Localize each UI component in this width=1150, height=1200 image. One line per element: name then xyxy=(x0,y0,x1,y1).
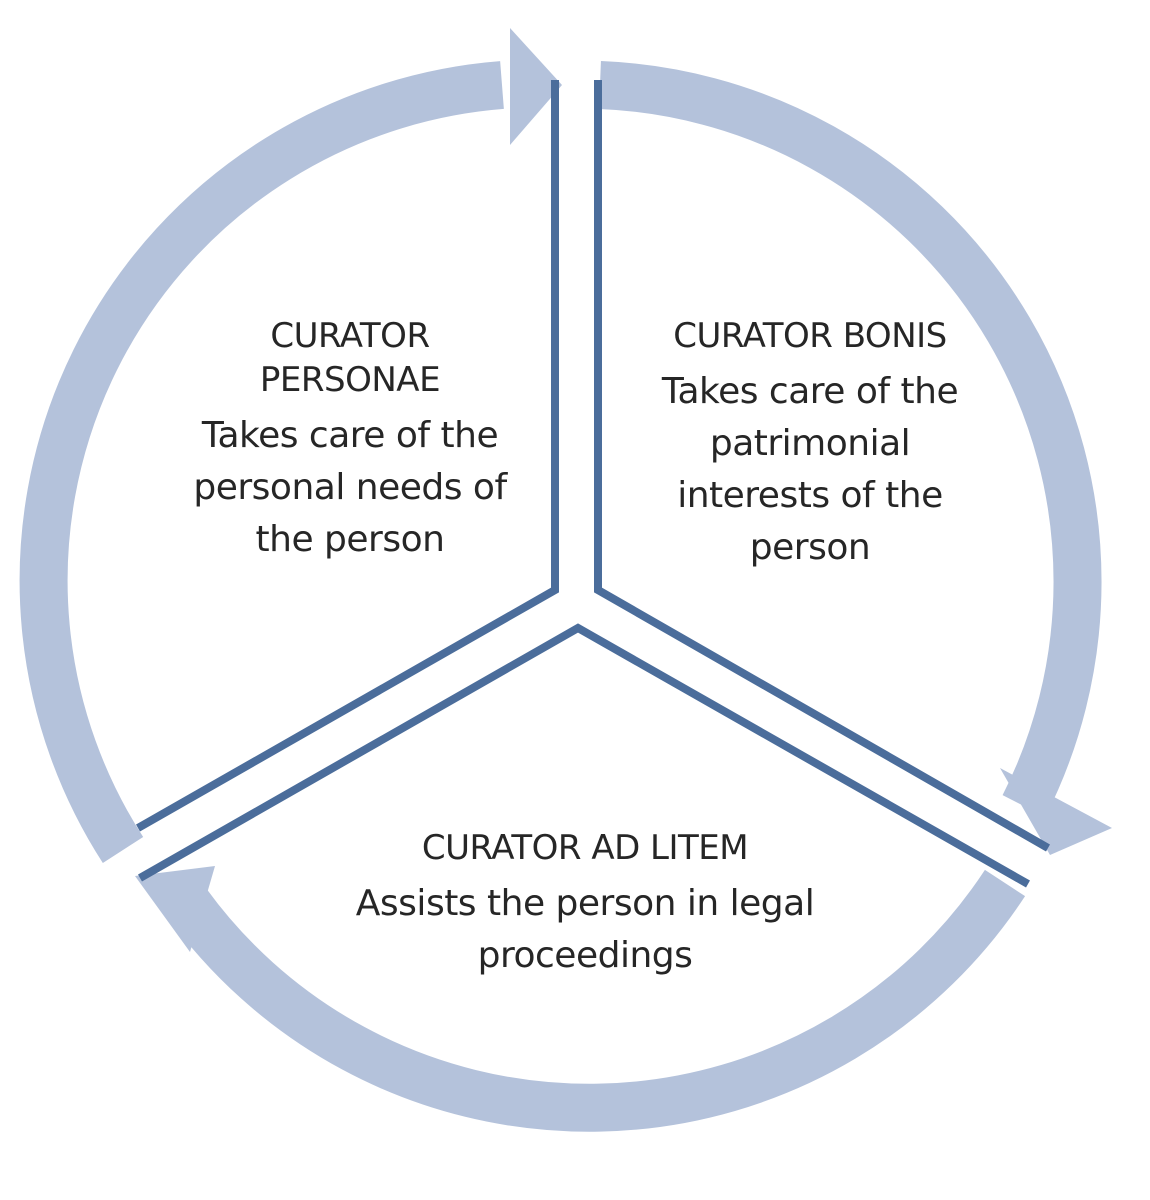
segment-description: Assists the person in legal proceedings xyxy=(320,878,850,982)
segment-curator-bonis: CURATOR BONIS Takes care of the patrimon… xyxy=(620,314,1000,574)
arrowhead-left-icon xyxy=(135,866,215,952)
ring-arc-bonis xyxy=(599,61,1102,817)
dividers xyxy=(136,80,1050,888)
segment-title-line: PERSONAE xyxy=(259,360,441,400)
arrowhead-top-icon xyxy=(510,28,562,145)
segment-title-line: CURATOR xyxy=(270,316,430,356)
segment-description-line: Assists the person in legal xyxy=(355,883,815,924)
divider-left xyxy=(136,80,559,832)
segment-description-line: Takes care of the xyxy=(661,371,959,412)
segment-description-line: the person xyxy=(255,519,445,560)
segment-title: CURATOR AD LITEM xyxy=(421,828,749,868)
divider-bottom xyxy=(138,623,1030,888)
segment-title: CURATOR PERSONAE xyxy=(170,314,530,402)
segment-description: Takes care of the personal needs of the … xyxy=(170,410,530,566)
ring-arc-personae xyxy=(19,61,504,863)
segment-description-line: patrimonial xyxy=(709,423,911,464)
arrowhead-right-icon xyxy=(1000,768,1112,855)
segment-description-line: person xyxy=(749,527,871,568)
segment-description: Takes care of the patrimonial interests … xyxy=(620,366,1000,574)
segment-curator-personae: CURATOR PERSONAE Takes care of the perso… xyxy=(170,314,530,566)
divider-right xyxy=(594,80,1050,852)
segment-description-line: Takes care of the xyxy=(201,415,499,456)
segment-title: CURATOR BONIS xyxy=(673,316,947,356)
segment-description-line: proceedings xyxy=(477,935,693,976)
ring-arc-litem xyxy=(165,869,1026,1132)
segment-description-line: personal needs of xyxy=(193,467,507,508)
segment-curator-ad-litem: CURATOR AD LITEM Assists the person in l… xyxy=(320,826,850,982)
segment-description-line: interests of the xyxy=(677,475,943,516)
